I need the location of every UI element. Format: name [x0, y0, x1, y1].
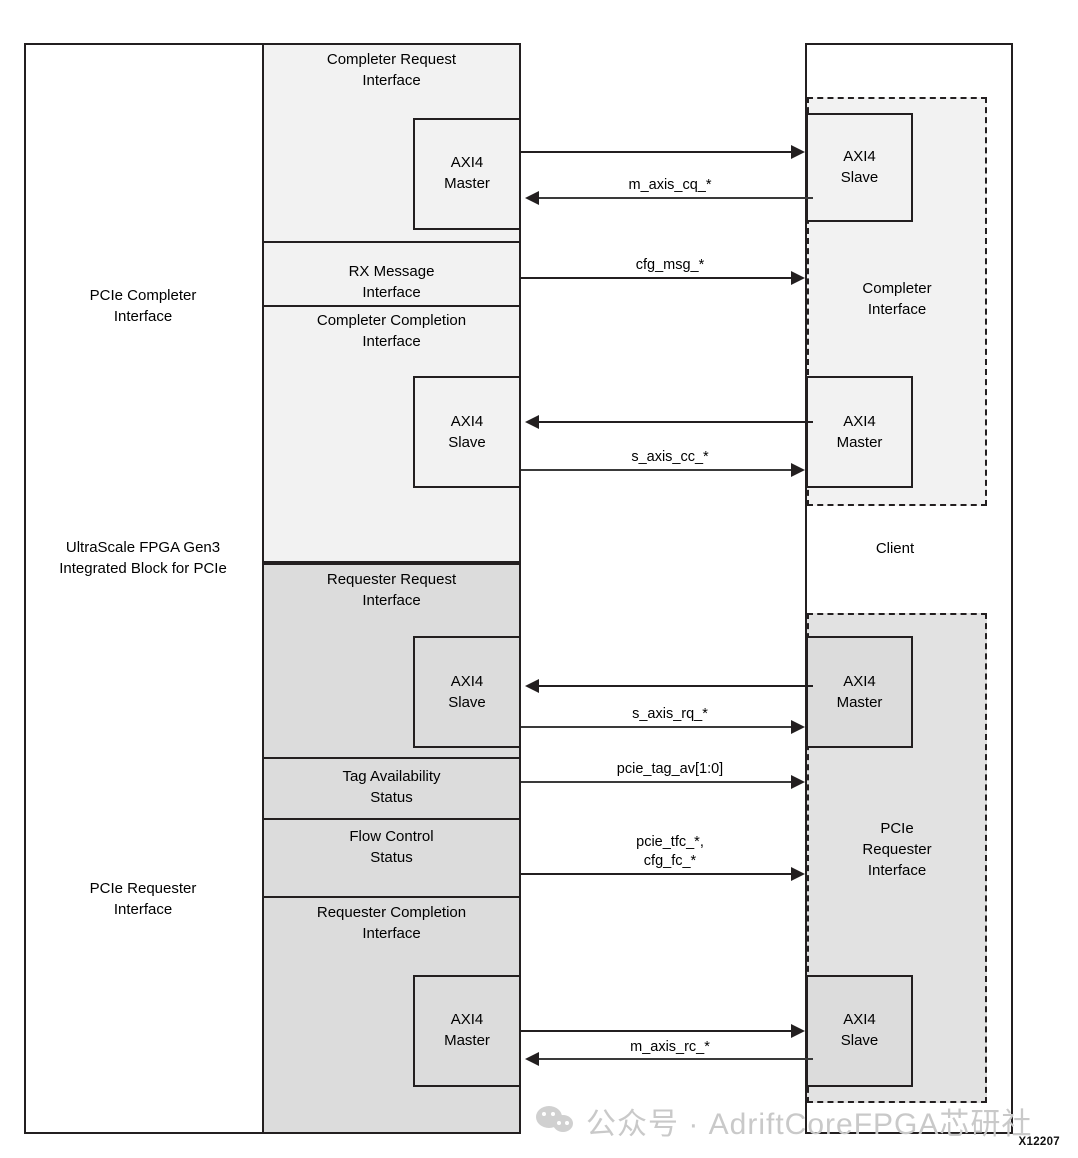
signal-arrow-pcie-tfc-cfg-fc [791, 867, 805, 881]
section-title-completer-completion: Completer Completion Interface [316, 312, 467, 350]
section-title-completer-request: Completer Request Interface [326, 51, 457, 89]
signal-line-m-axis-cq-request [521, 151, 793, 153]
signal-line-m-axis-cq-response [527, 197, 813, 199]
signal-arrow-m-axis-rc-response [525, 1052, 539, 1066]
label-pcie-requester-interface: PCIe Requester Interface [89, 880, 197, 918]
axi-block-left-requester-completion-label: AXI4 Master [444, 1011, 490, 1049]
signal-arrow-m-axis-cq-response [525, 191, 539, 205]
signal-label-pcie-tfc-cfg-fc: pcie_tfc_*, cfg_fc_* [636, 834, 704, 869]
axi-block-right-requester-master [806, 636, 913, 748]
axi-block-left-completer-completion [413, 376, 521, 488]
label-ultrascale-block: UltraScale FPGA Gen3 Integrated Block fo… [59, 539, 227, 577]
signal-line-s-axis-rq-response [527, 685, 813, 687]
section-title-requester-completion: Requester Completion Interface [316, 904, 467, 942]
signal-arrow-s-axis-rq-request [791, 720, 805, 734]
axi-block-right-completer-slave [806, 113, 913, 222]
wechat-icon [536, 1106, 576, 1136]
signal-line-s-axis-cc-response [527, 421, 813, 423]
signal-arrow-m-axis-cq-request [791, 145, 805, 159]
figure-id: X12207 [1018, 1136, 1060, 1148]
signal-line-pcie-tfc-cfg-fc [521, 873, 793, 875]
section-title-requester-request: Requester Request Interface [326, 571, 457, 609]
signal-arrow-s-axis-cc-request [791, 463, 805, 477]
signal-line-pcie-tag-av [521, 781, 793, 783]
signal-label-s-axis-rq: s_axis_rq_* [632, 706, 708, 722]
label-pcie-completer-interface: PCIe Completer Interface [89, 287, 197, 325]
axi-block-left-requester-request-label: AXI4 Slave [448, 673, 486, 711]
signal-arrow-s-axis-rq-response [525, 679, 539, 693]
divider-completer-request-rxmsg [262, 241, 521, 243]
axi-block-right-requester-slave [806, 975, 913, 1087]
axi-block-left-requester-request [413, 636, 521, 748]
axi-block-right-completer-master [806, 376, 913, 488]
axi-block-right-completer-master-label: AXI4 Master [836, 413, 883, 451]
divider-requester-request-tag [262, 757, 521, 759]
signal-arrow-m-axis-rc-request [791, 1024, 805, 1038]
signal-line-cfg-msg [521, 277, 793, 279]
signal-line-m-axis-rc-response [527, 1058, 813, 1060]
section-title-flow-control: Flow Control Status [349, 828, 434, 866]
client-completer-interface-label: Completer Interface [862, 280, 932, 318]
signal-label-m-axis-rc: m_axis_rc_* [630, 1039, 710, 1055]
section-title-tag-availability: Tag Availability Status [342, 768, 441, 806]
axi-block-left-requester-completion [413, 975, 521, 1087]
signal-arrow-pcie-tag-av [791, 775, 805, 789]
signal-label-cfg-msg: cfg_msg_* [635, 257, 705, 273]
signal-label-s-axis-cc: s_axis_cc_* [631, 449, 709, 465]
divider-flow-requester-completion [262, 896, 521, 898]
axi-block-left-completer-completion-label: AXI4 Slave [448, 413, 486, 451]
signal-label-pcie-tag-av: pcie_tag_av[1:0] [616, 761, 724, 777]
signal-label-m-axis-cq: m_axis_cq_* [628, 177, 712, 193]
client-pcie-requester-interface-label: PCIe Requester Interface [862, 820, 932, 879]
divider-rxmsg-completer-completion [262, 305, 521, 307]
signal-arrow-cfg-msg [791, 271, 805, 285]
axi-block-left-completer-request-label: AXI4 Master [444, 154, 490, 192]
section-title-rx-message: RX Message Interface [348, 263, 435, 301]
signal-line-s-axis-rq-request [521, 726, 793, 728]
signal-arrow-s-axis-cc-response [525, 415, 539, 429]
signal-line-s-axis-cc-request [521, 469, 793, 471]
axi-block-right-requester-slave-label: AXI4 Slave [840, 1011, 879, 1049]
divider-tag-flow [262, 818, 521, 820]
axi-block-left-completer-request [413, 118, 521, 230]
signal-line-m-axis-rc-request [521, 1030, 793, 1032]
axi-block-right-completer-slave-label: AXI4 Slave [840, 148, 879, 186]
client-label: Client [875, 540, 915, 557]
axi-block-right-requester-master-label: AXI4 Master [836, 673, 883, 711]
